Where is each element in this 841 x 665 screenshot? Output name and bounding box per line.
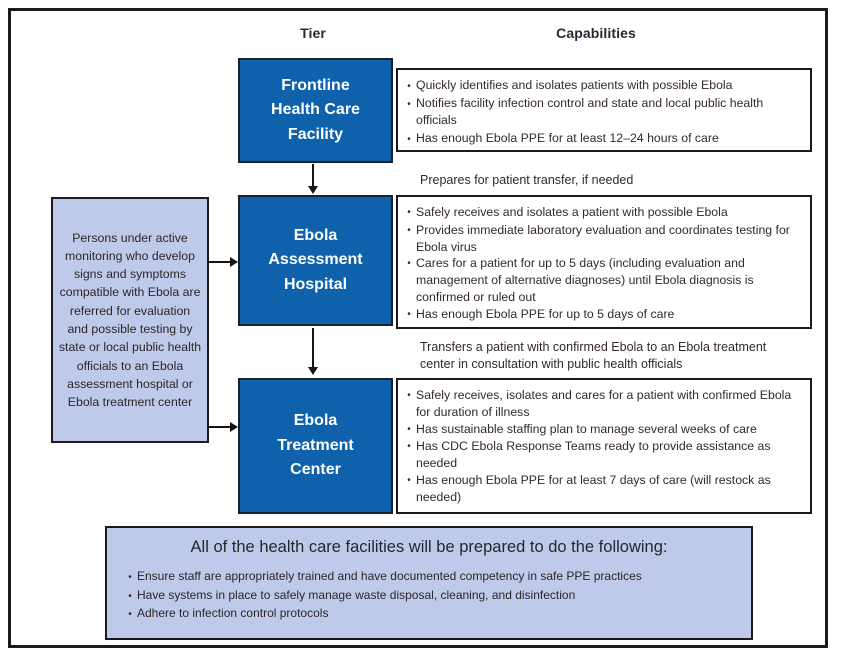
capability-item: • Has CDC Ebola Response Teams ready to … xyxy=(402,438,800,472)
capability-item: • Has sustainable staffing plan to manag… xyxy=(402,421,800,439)
referral-note-text: Persons under active monitoring who deve… xyxy=(58,230,202,410)
capability-text: Has enough Ebola PPE for at least 12–24 … xyxy=(416,130,719,145)
bullet-icon: • xyxy=(407,423,411,435)
capability-text: Notifies facility infection control and … xyxy=(416,96,764,128)
arrow-shaft xyxy=(208,261,232,263)
footer-item-text: Ensure staff are appropriately trained a… xyxy=(137,569,642,583)
arrow-head xyxy=(230,422,238,432)
tier-box-frontline: Frontline Health Care Facility xyxy=(238,58,393,163)
bullet-icon: • xyxy=(407,224,411,236)
capability-text: Cares for a patient for up to 5 days (in… xyxy=(416,256,754,304)
tier-label-frontline: Frontline Health Care Facility xyxy=(271,76,360,143)
capability-item: • Safely receives, isolates and cares fo… xyxy=(402,387,800,421)
capability-item: • Provides immediate laboratory evaluati… xyxy=(402,222,800,256)
capability-item: • Safely receives and isolates a patient… xyxy=(402,204,800,222)
arrow-shaft xyxy=(312,328,314,369)
footer-list: • Ensure staff are appropriately trained… xyxy=(121,568,737,624)
capability-text: Has enough Ebola PPE for at least 7 days… xyxy=(416,472,771,504)
footer-item: • Ensure staff are appropriately trained… xyxy=(123,568,737,587)
transition-note-transfer-confirmed: Transfers a patient with confirmed Ebola… xyxy=(420,340,767,371)
tier-label-assessment: Ebola Assessment Hospital xyxy=(268,226,363,293)
capabilities-list: • Quickly identifies and isolates patien… xyxy=(402,77,800,148)
bullet-icon: • xyxy=(407,390,411,401)
capability-item: • Notifies facility infection control an… xyxy=(402,95,800,129)
arrow-right-icon xyxy=(208,256,238,268)
tier-box-treatment: Ebola Treatment Center xyxy=(238,378,393,514)
capability-item: • Has enough Ebola PPE for up to 5 days … xyxy=(402,306,800,324)
capability-text: Safely receives, isolates and cares for … xyxy=(416,388,792,419)
bullet-icon: • xyxy=(407,258,411,270)
transition-note-transfer-prep: Prepares for patient transfer, if needed xyxy=(420,173,634,187)
arrow-down-icon xyxy=(307,164,319,194)
capability-item: • Has enough Ebola PPE for at least 12–2… xyxy=(402,130,800,148)
arrow-shaft xyxy=(208,426,232,428)
bullet-icon: • xyxy=(407,99,411,111)
column-header-capabilities: Capabilities xyxy=(556,25,636,41)
capabilities-list: • Safely receives, isolates and cares fo… xyxy=(402,387,800,506)
arrow-head xyxy=(308,367,318,375)
capability-item: • Cares for a patient for up to 5 days (… xyxy=(402,255,800,305)
arrow-right-icon xyxy=(208,421,238,433)
arrow-shaft xyxy=(312,164,314,188)
figure-frame: Tier Capabilities Frontline Health Care … xyxy=(8,8,828,648)
tier-box-assessment: Ebola Assessment Hospital xyxy=(238,195,393,326)
bullet-icon: • xyxy=(407,133,411,145)
capability-text: Has sustainable staffing plan to manage … xyxy=(416,421,757,436)
bullet-icon: • xyxy=(407,81,411,92)
footer-title: All of the health care facilities will b… xyxy=(190,538,668,556)
footer-item: • Adhere to infection control protocols xyxy=(123,605,737,624)
tier-label-treatment: Ebola Treatment Center xyxy=(277,412,354,479)
capability-item: • Quickly identifies and isolates patien… xyxy=(402,77,800,95)
capability-text: Has CDC Ebola Response Teams ready to pr… xyxy=(416,439,771,471)
footer-item-text: Adhere to infection control protocols xyxy=(137,606,329,620)
arrow-head xyxy=(230,257,238,267)
footer-item: • Have systems in place to safely manage… xyxy=(123,587,737,606)
column-header-tier: Tier xyxy=(300,25,326,41)
bullet-icon: • xyxy=(128,590,132,602)
capability-text: Safely receives and isolates a patient w… xyxy=(416,205,728,219)
capability-text: Quickly identifies and isolates patients… xyxy=(416,78,733,92)
capabilities-panel-frontline: • Quickly identifies and isolates patien… xyxy=(396,68,812,152)
footer-item-text: Have systems in place to safely manage w… xyxy=(137,587,576,602)
bullet-icon: • xyxy=(407,207,411,218)
capabilities-list: • Safely receives and isolates a patient… xyxy=(402,204,800,324)
bullet-icon: • xyxy=(128,572,132,583)
bullet-icon: • xyxy=(128,609,132,620)
capability-text: Provides immediate laboratory evaluation… xyxy=(416,222,790,254)
arrow-down-icon xyxy=(307,328,319,375)
bullet-icon: • xyxy=(407,308,411,320)
bullet-icon: • xyxy=(407,474,411,486)
capability-item: • Has enough Ebola PPE for at least 7 da… xyxy=(402,472,800,506)
capabilities-panel-assessment: • Safely receives and isolates a patient… xyxy=(396,195,812,329)
capabilities-panel-treatment: • Safely receives, isolates and cares fo… xyxy=(396,378,812,514)
referral-note-box: Persons under active monitoring who deve… xyxy=(51,197,209,443)
footer-box: All of the health care facilities will b… xyxy=(105,526,753,640)
arrow-head xyxy=(308,186,318,194)
bullet-icon: • xyxy=(407,441,411,453)
capability-text: Has enough Ebola PPE for up to 5 days of… xyxy=(416,306,675,321)
